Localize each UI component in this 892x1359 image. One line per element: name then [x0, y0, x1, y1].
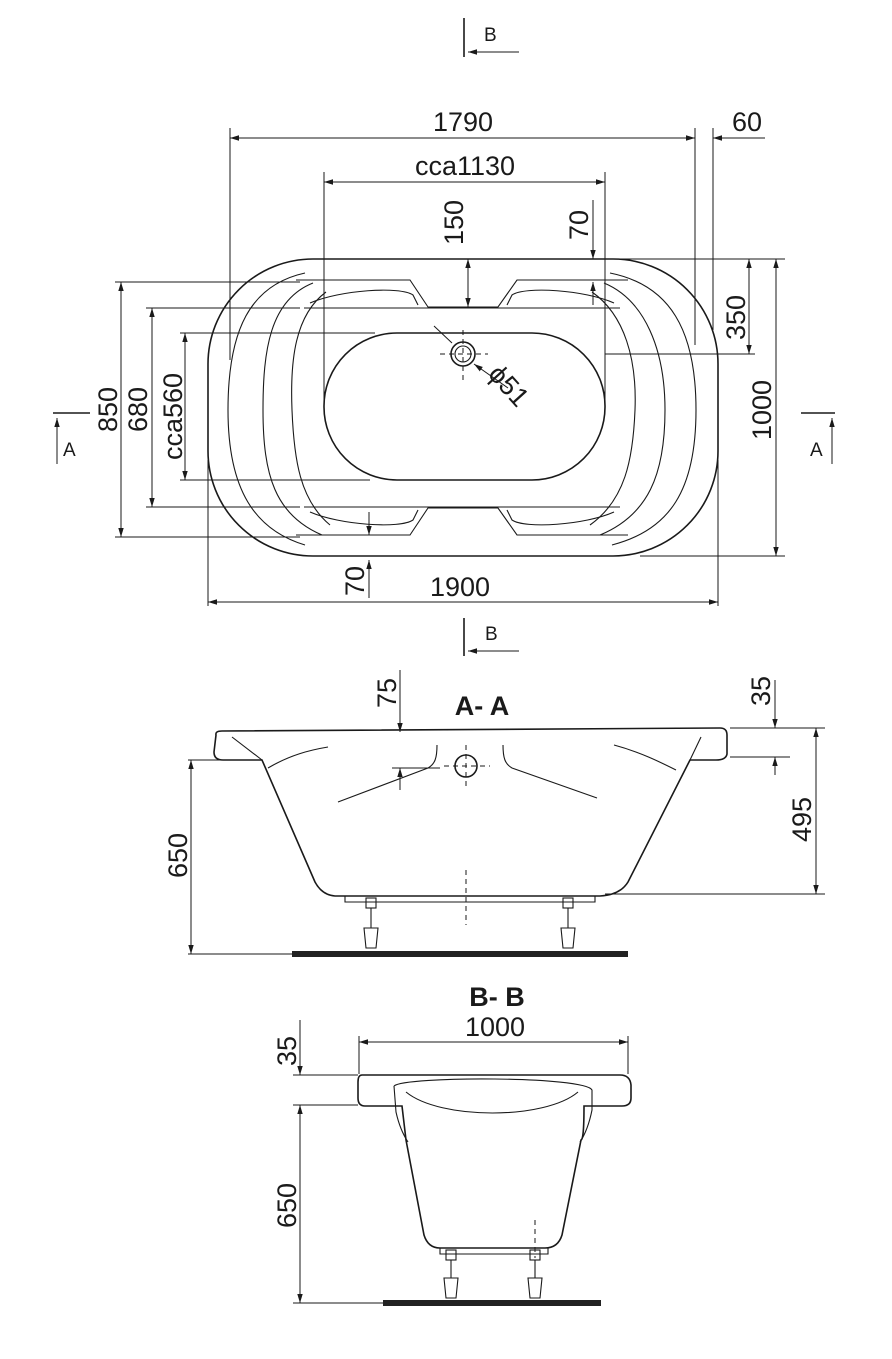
aa-dim-35-label: 35	[746, 676, 776, 706]
right-contour-mid	[599, 282, 666, 536]
bb-dim-650-label: 650	[272, 1183, 302, 1228]
top-armrest-right	[506, 289, 615, 306]
dim-150-label: 150	[439, 200, 469, 245]
outer-rim	[207, 258, 719, 557]
section-mark-b-top: B	[463, 18, 519, 57]
section-mark-a-right: A	[801, 412, 835, 464]
section-label-b-top: B	[484, 25, 497, 46]
bb-dim-35-label: 35	[272, 1036, 302, 1066]
aa-dim-495-label: 495	[787, 797, 817, 842]
aa-dim-650-label: 650	[163, 833, 193, 878]
dim-cca560-label: cca560	[158, 373, 188, 460]
aa-curve-4	[502, 744, 598, 799]
bottom-ledge	[296, 507, 628, 536]
section-aa: A- A 650	[163, 670, 825, 957]
section-label-a-right: A	[810, 440, 823, 461]
drain-diameter-label: ϕ51	[483, 359, 536, 413]
section-bb-tub-outline	[357, 1074, 632, 1249]
aa-dim-75-label: 75	[372, 678, 402, 708]
bottom-armrest-left	[309, 509, 419, 526]
section-mark-b-bottom: B	[463, 618, 519, 656]
dim-cca1130-label: cca1130	[415, 151, 515, 181]
dim-70-top-label: 70	[564, 210, 594, 240]
dim-60-label: 60	[732, 107, 762, 137]
bottom-armrest-right	[506, 509, 615, 526]
bb-foot-left	[443, 1249, 459, 1299]
aa-floor	[292, 951, 628, 957]
top-ledge	[296, 279, 628, 308]
bb-inner-curve	[405, 1091, 579, 1114]
section-aa-tub-outline	[213, 727, 728, 897]
dim-680-label: 680	[123, 387, 153, 432]
right-contour-outer	[609, 272, 697, 546]
aa-curve-2	[613, 744, 677, 771]
left-contour-mid	[262, 282, 323, 536]
aa-foot-left	[363, 897, 379, 949]
drain-leader	[473, 363, 509, 389]
section-bb: B- B 1000 35 650	[272, 982, 632, 1306]
inner-basin	[323, 332, 606, 481]
section-aa-title: A- A	[455, 691, 510, 721]
bb-floor	[383, 1300, 601, 1306]
dim-1790-label: 1790	[433, 107, 493, 137]
dim-1900-label: 1900	[430, 572, 490, 602]
section-label-a-left: A	[63, 440, 76, 461]
bb-dim-1000-label: 1000	[465, 1012, 525, 1042]
dim-850-label: 850	[93, 387, 123, 432]
left-contour-outer	[227, 272, 306, 546]
aa-curve-3	[337, 744, 438, 803]
dim-350-label: 350	[721, 295, 751, 340]
top-armrest-left	[309, 289, 419, 306]
aa-curve-1	[267, 746, 329, 769]
section-label-b-bottom: B	[485, 624, 498, 645]
plan-view: B B A A	[53, 18, 835, 656]
left-contour-inner	[291, 291, 331, 526]
right-contour-inner	[589, 291, 636, 526]
aa-foot-right	[560, 897, 576, 949]
section-bb-title: B- B	[469, 982, 525, 1012]
section-mark-a-left: A	[53, 412, 90, 464]
bb-inner-rim	[393, 1078, 593, 1143]
bb-foot-right	[527, 1249, 543, 1299]
dim-1000-plan-label: 1000	[747, 380, 777, 440]
dim-70-bottom-label: 70	[340, 566, 370, 596]
